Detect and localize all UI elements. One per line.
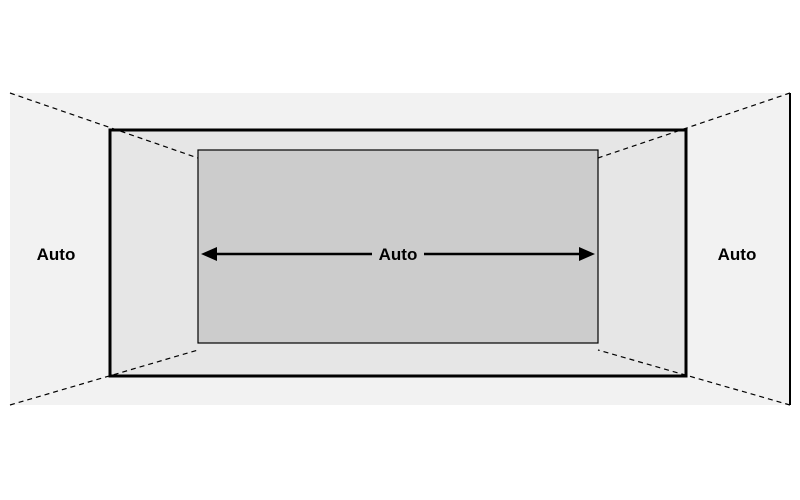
perspective-lines [9, 92, 791, 406]
dashed-line-bottom-left [9, 349, 199, 406]
right-margin-label: Auto [718, 245, 757, 264]
width-arrow [201, 247, 595, 261]
content-box [197, 149, 599, 344]
dashed-line-top-right [597, 92, 791, 159]
width-label: Auto [379, 245, 418, 264]
dashed-line-bottom-right [597, 349, 791, 406]
arrowhead-right-icon [579, 247, 595, 261]
left-margin-label: Auto [37, 245, 76, 264]
dashed-line-top-left [9, 92, 199, 159]
arrowhead-left-icon [201, 247, 217, 261]
